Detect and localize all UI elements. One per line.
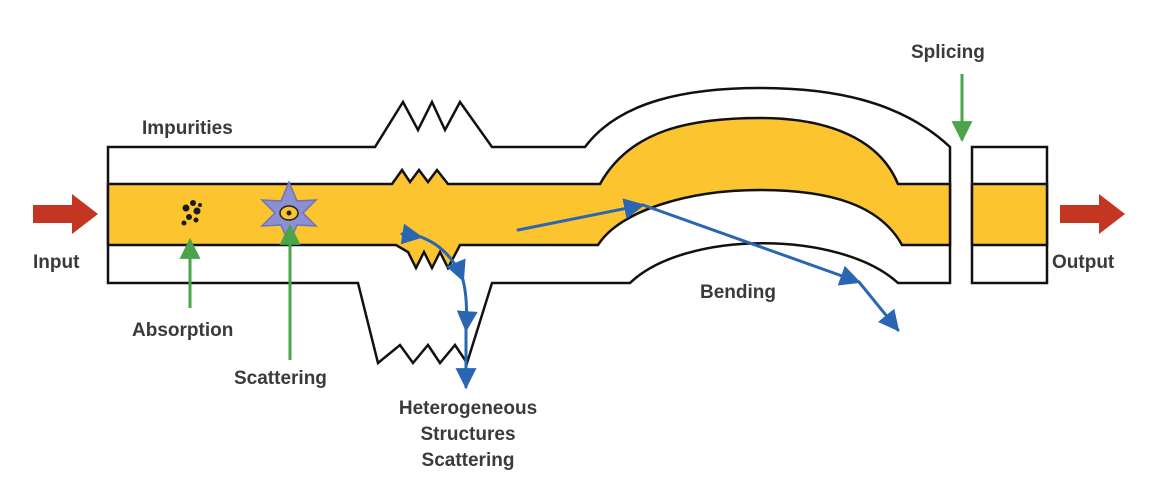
heterogeneous-structures-scattering-label: Heterogeneous Structures Scattering bbox=[399, 396, 537, 474]
hetero-label-line-2: Structures bbox=[420, 424, 516, 445]
spliced-fiber-core bbox=[970, 182, 1049, 247]
output-arrow-icon bbox=[1060, 194, 1125, 234]
heterogeneous-scattering-ray bbox=[400, 223, 478, 390]
bending-loss-ray bbox=[516, 198, 900, 332]
scattering-label: Scattering bbox=[234, 368, 327, 389]
splicing-label: Splicing bbox=[911, 42, 985, 63]
absorption-label: Absorption bbox=[132, 320, 234, 341]
star-burst-icon bbox=[260, 180, 318, 246]
hetero-label-line-1: Heterogeneous bbox=[398, 398, 538, 419]
input-arrow-icon bbox=[33, 194, 98, 234]
output-label: Output bbox=[1052, 252, 1115, 273]
input-label: Input bbox=[33, 252, 80, 273]
impurities-label: Impurities bbox=[142, 118, 233, 139]
fiber-core bbox=[106, 116, 952, 271]
hetero-label-line-3: Scattering bbox=[421, 450, 515, 471]
impurity-particle-icon bbox=[181, 200, 202, 226]
bending-label: Bending bbox=[700, 282, 776, 303]
